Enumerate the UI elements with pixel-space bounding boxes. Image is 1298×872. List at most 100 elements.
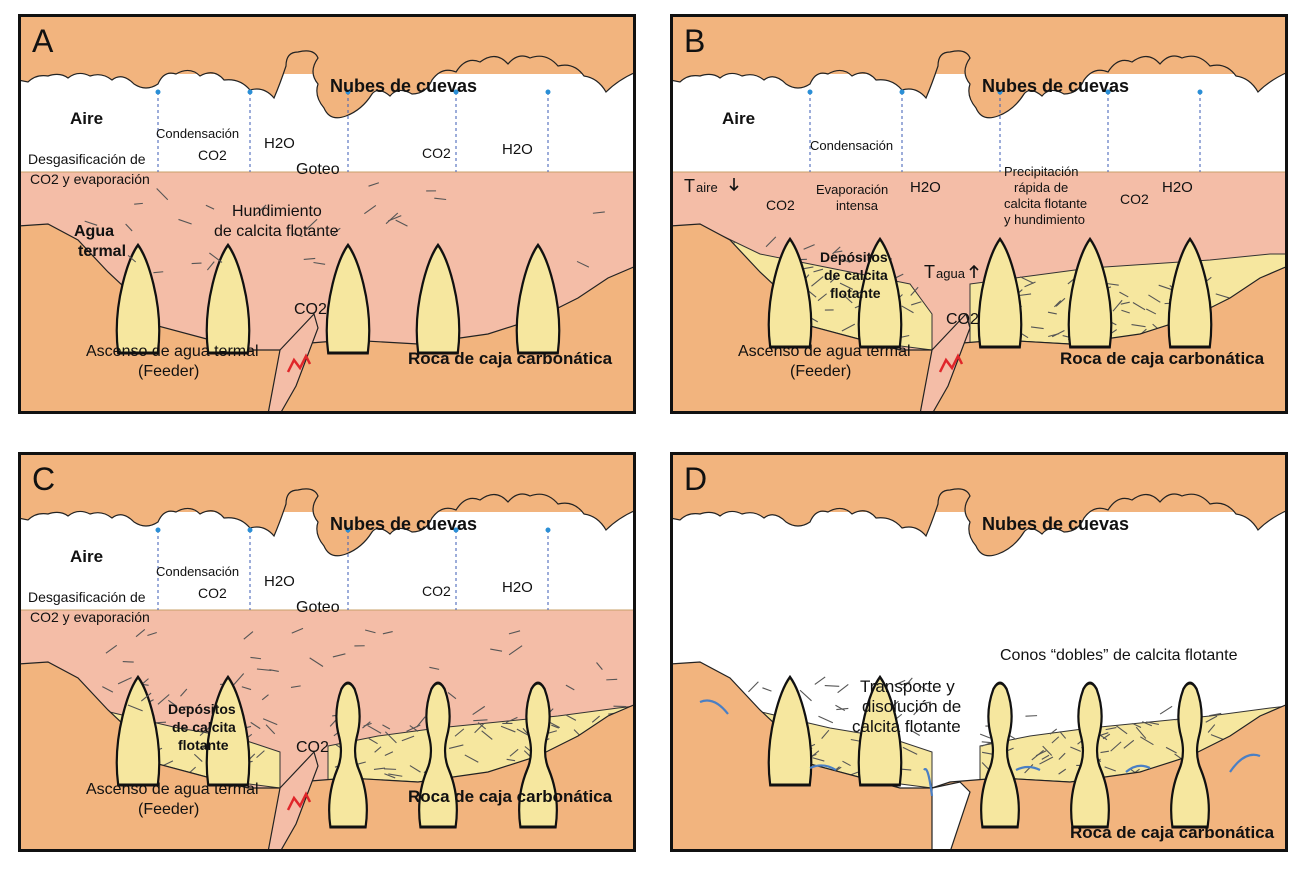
co2-label: CO2	[198, 147, 227, 163]
calcite-raft	[153, 271, 164, 274]
degas-label: CO2 y evaporación	[30, 171, 150, 187]
calcite-raft	[105, 644, 118, 654]
arrow-up-icon	[969, 264, 979, 278]
calcite-raft	[762, 687, 772, 692]
drip-label: Goteo	[296, 599, 340, 616]
calcite-raft	[1165, 746, 1177, 754]
calcite-raft	[368, 182, 380, 187]
calcite-raft	[748, 681, 759, 693]
t-water-label: agua	[936, 266, 966, 281]
calcite-raft	[332, 653, 346, 658]
calcite-raft	[1105, 727, 1117, 731]
drip-drop	[1197, 89, 1203, 95]
calcite-raft	[799, 689, 812, 702]
calcite-raft	[241, 686, 252, 691]
arrow-down-icon	[729, 178, 739, 192]
cloud-label: Nubes de cuevas	[982, 76, 1129, 96]
cloud-label: Nubes de cuevas	[330, 514, 477, 534]
calcite-raft	[448, 744, 464, 749]
co2-label: CO2	[1120, 191, 1149, 207]
calcite-raft	[409, 765, 421, 773]
calcite-raft	[1119, 291, 1129, 298]
host-rock-label: Roca de caja carbonática	[408, 787, 613, 806]
calcite-raft	[516, 728, 529, 736]
calcite-raft	[209, 252, 223, 263]
water-label: Agua	[74, 223, 114, 240]
calcite-raft	[373, 767, 386, 770]
calcite-raft	[1132, 722, 1142, 729]
calcite-raft	[814, 676, 826, 685]
ascent-label: (Feeder)	[790, 363, 851, 380]
calcite-raft	[1059, 730, 1067, 739]
calcite-raft	[919, 701, 931, 705]
drip-drop	[155, 527, 161, 533]
precipitation-label: rápida de	[1014, 180, 1068, 195]
h2o-label: H2O	[264, 135, 295, 152]
evaporation-label: intensa	[836, 198, 879, 213]
calcite-raft	[1148, 294, 1161, 303]
precipitation-label: Precipitación	[1004, 164, 1078, 179]
calcite-raft	[500, 725, 516, 733]
calcite-raft	[332, 227, 341, 235]
calcite-raft	[1215, 293, 1231, 299]
ascent-label: Ascenso de agua termal	[86, 781, 259, 798]
calcite-raft	[125, 223, 133, 232]
calcite-raft	[1048, 333, 1060, 338]
calcite-raft	[250, 721, 261, 730]
calcite-raft	[1158, 284, 1172, 291]
calcite-raft	[1047, 311, 1057, 315]
drip-drop	[345, 527, 351, 533]
drip-drop	[997, 89, 1003, 95]
deposit-label: Depósitos	[168, 701, 236, 717]
calcite-raft	[835, 704, 846, 712]
drip-drop	[545, 527, 551, 533]
calcite-raft	[1205, 715, 1218, 723]
calcite-raft	[918, 684, 930, 693]
h2o-label: H2O	[910, 179, 941, 196]
calcite-raft	[606, 678, 618, 681]
precipitation-label: y hundimiento	[1004, 212, 1085, 227]
calcite-raft	[447, 691, 457, 700]
panel-content	[18, 452, 636, 852]
condensation-label: Condensación	[156, 126, 239, 141]
air-label: Aire	[70, 109, 103, 128]
water-label: termal	[78, 243, 126, 260]
calcite-raft	[911, 301, 922, 306]
cloud-label: Nubes de cuevas	[330, 76, 477, 96]
calcite-raft	[1030, 326, 1044, 330]
calcite-raft	[565, 684, 575, 691]
calcite-raft	[1054, 300, 1062, 308]
drip-drop	[155, 89, 161, 95]
calcite-raft	[313, 261, 326, 265]
calcite-raft	[841, 258, 851, 263]
panel-letter: D	[684, 461, 707, 497]
calcite-raft	[382, 631, 393, 635]
calcite-raft	[979, 733, 991, 739]
deposit-label: de calcita	[824, 267, 888, 283]
calcite-raft	[243, 631, 254, 640]
co2-label: CO2	[766, 197, 795, 213]
calcite-raft	[367, 725, 382, 734]
calcite-raft	[167, 699, 178, 707]
calcite-raft	[1139, 736, 1154, 746]
calcite-raft	[1145, 308, 1157, 315]
calcite-raft	[1070, 746, 1081, 752]
t-air-label: aire	[696, 180, 718, 195]
calcite-raft	[180, 688, 188, 697]
calcite-raft	[1115, 725, 1128, 735]
drip-drop	[345, 89, 351, 95]
calcite-raft	[434, 197, 447, 201]
drip-drop	[247, 527, 253, 533]
calcite-raft	[910, 286, 919, 296]
co2-label: CO2	[198, 585, 227, 601]
calcite-raft	[233, 673, 245, 686]
calcite-raft	[374, 746, 382, 753]
co2-label: CO2	[422, 583, 451, 599]
calcite-raft	[473, 719, 488, 722]
calcite-raft	[1049, 728, 1058, 735]
evaporation-label: Evaporación	[816, 182, 888, 197]
calcite-raft	[509, 748, 519, 757]
drip-drop	[453, 89, 459, 95]
calcite-raft	[368, 738, 378, 745]
